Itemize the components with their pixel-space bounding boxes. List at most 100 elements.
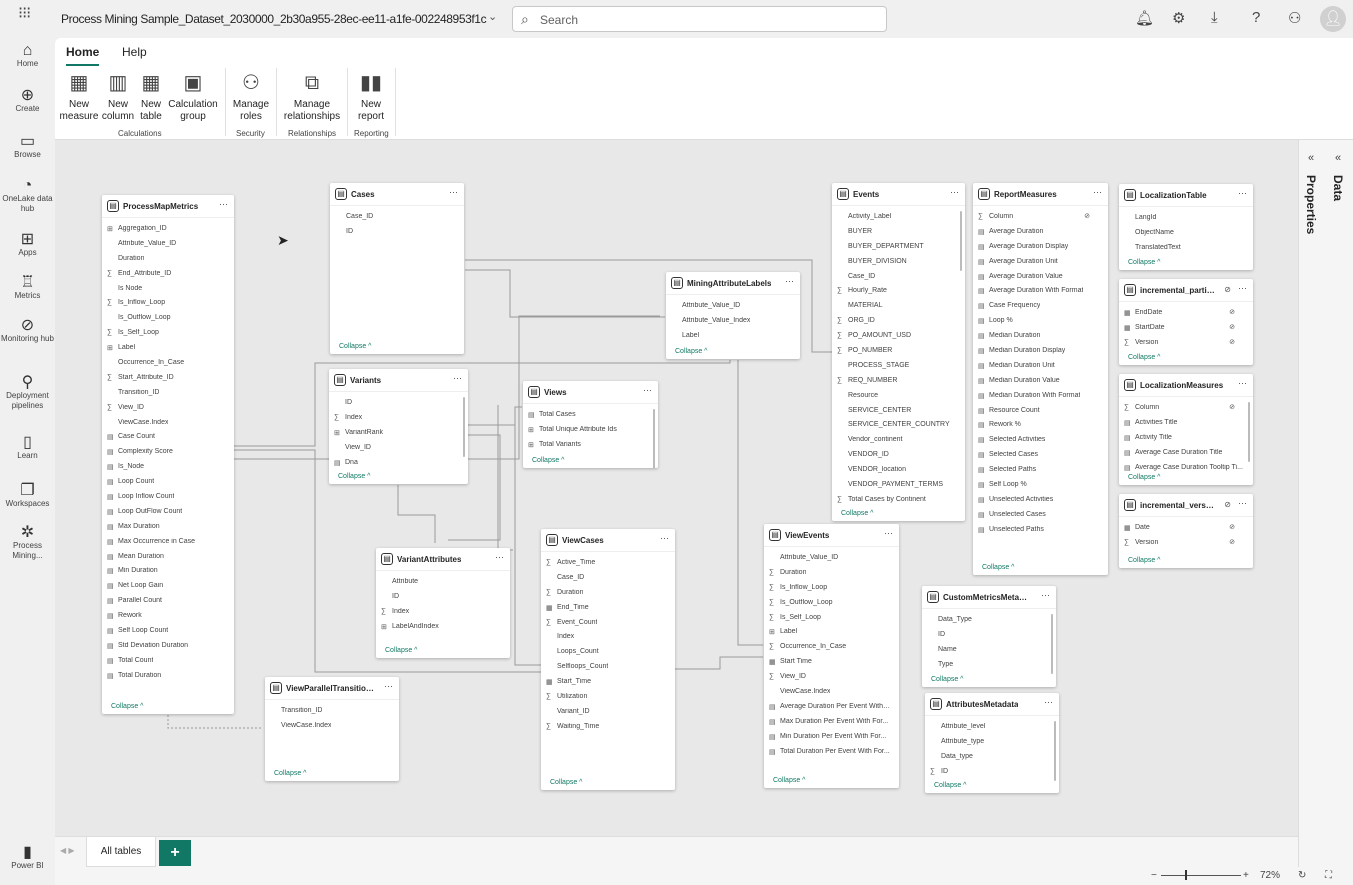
table-header[interactable]: ▤incremental_versions⊘··· (1119, 494, 1253, 517)
field-row[interactable]: ▤Activities Title (1119, 416, 1253, 431)
nav-browse[interactable]: ▭Browse (0, 134, 55, 160)
table-header[interactable]: ▤LocalizationTable··· (1119, 184, 1253, 207)
hidden-eye-icon[interactable]: ⊘ (1229, 524, 1235, 531)
field-row[interactable]: ∑Is_Outflow_Loop (764, 596, 899, 611)
field-row[interactable]: ∑Active_Time (541, 556, 675, 571)
field-row[interactable]: ⊞Total Unique Attribute Ids (523, 423, 658, 438)
nav-home[interactable]: ⌂Home (0, 43, 55, 69)
field-row[interactable]: TranslatedText (1119, 241, 1253, 256)
tab-all-tables[interactable]: All tables (86, 837, 156, 867)
more-options-icon[interactable]: ··· (1238, 283, 1247, 293)
field-row[interactable]: ∑Duration (764, 566, 899, 581)
hidden-eye-icon[interactable]: ⊘ (1224, 285, 1231, 294)
table-card-miningattributelabels[interactable]: ▤MiningAttributeLabels···Attribute_Value… (666, 272, 800, 359)
scrollbar[interactable] (960, 211, 962, 271)
avatar[interactable]: 👤︎ (1320, 6, 1346, 32)
field-row[interactable]: ⊞Aggregation_ID (102, 222, 234, 237)
nav-apps[interactable]: ⊞Apps (0, 232, 55, 258)
field-row[interactable]: ▤Average Duration Unit (973, 255, 1108, 270)
table-card-viewevents[interactable]: ▤ViewEvents···Attribute_Value_ID∑Duratio… (764, 524, 899, 788)
manage-roles-button[interactable]: ⚇Manage roles (231, 71, 271, 123)
zoom-out-button[interactable]: − (1151, 870, 1157, 881)
field-row[interactable]: ▤Parallel Count (102, 594, 234, 609)
table-card-reportmeasures[interactable]: ▤ReportMeasures···∑Column⊘▤Average Durat… (973, 183, 1108, 575)
field-row[interactable]: ▤Selected Paths (973, 463, 1108, 478)
hidden-eye-icon[interactable]: ⊘ (1229, 404, 1235, 411)
field-row[interactable]: ∑Index (329, 411, 468, 426)
field-row[interactable]: ⊞Label (764, 625, 899, 640)
scrollbar[interactable] (1248, 402, 1250, 462)
hidden-eye-icon[interactable]: ⊘ (1229, 323, 1235, 331)
field-row[interactable]: ▤Loop % (973, 314, 1108, 329)
more-options-icon[interactable]: ··· (495, 552, 504, 562)
field-row[interactable]: ▤Median Duration Unit (973, 359, 1108, 374)
field-row[interactable]: ▤Case Count (102, 430, 234, 445)
table-header[interactable]: ▤VariantAttributes··· (376, 548, 510, 571)
field-row[interactable]: ▦End_Time (541, 601, 675, 616)
field-row[interactable]: ▤Self Loop % (973, 478, 1108, 493)
field-row[interactable]: ∑REQ_NUMBER (832, 374, 965, 389)
nav-process-mining-[interactable]: ✲Process Mining... (0, 525, 55, 561)
field-row[interactable]: ViewCase.Index (265, 719, 399, 734)
more-options-icon[interactable]: ··· (1044, 697, 1053, 707)
table-header[interactable]: ▤AttributesMetadata··· (925, 693, 1059, 716)
table-header[interactable]: ▤ProcessMapMetrics··· (102, 195, 234, 218)
reset-icon[interactable]: ↻ (1298, 870, 1307, 881)
field-row[interactable]: ▤Min Duration (102, 564, 234, 579)
table-header[interactable]: ▤ViewEvents··· (764, 524, 899, 547)
more-options-icon[interactable]: ··· (643, 385, 652, 395)
more-options-icon[interactable]: ··· (449, 187, 458, 197)
field-row[interactable]: BUYER_DEPARTMENT (832, 240, 965, 255)
field-row[interactable]: Resource (832, 389, 965, 404)
field-row[interactable]: Attribute_Value_ID (102, 237, 234, 252)
table-card-incremental-versions[interactable]: ▤incremental_versions⊘···▦Date⊘∑Version⊘… (1119, 494, 1253, 568)
table-card-views[interactable]: ▤Views···▤Total Cases⊞Total Unique Attri… (523, 381, 658, 468)
tab-home[interactable]: Home (66, 45, 100, 66)
table-header[interactable]: ▤Events··· (832, 183, 965, 206)
field-row[interactable]: ▤Total Cases (523, 408, 658, 423)
field-row[interactable]: ∑ORG_ID (832, 314, 965, 329)
field-row[interactable]: Case_ID (330, 210, 464, 225)
field-row[interactable]: ▤Selected Cases (973, 448, 1108, 463)
app-launcher-icon[interactable]: ⁝⁝⁝ (18, 5, 31, 22)
field-row[interactable]: Index (541, 630, 675, 645)
field-row[interactable]: Attribute (376, 575, 510, 590)
collapse-button[interactable]: Collapse ^ (385, 647, 418, 654)
field-row[interactable]: ⊞LabelAndIndex (376, 620, 510, 635)
field-row[interactable]: Occurrence_In_Case (102, 356, 234, 371)
field-row[interactable]: ▤Net Loop Gain (102, 579, 234, 594)
field-row[interactable]: ▤Max Occurrence in Case (102, 535, 234, 550)
field-row[interactable]: ▤Min Duration Per Event With For... (764, 730, 899, 745)
new-report-button[interactable]: ▮▮New report (355, 71, 387, 123)
manage-relationships-button[interactable]: ⧉Manage relationships (279, 71, 345, 123)
field-row[interactable]: ▤Total Count (102, 654, 234, 669)
field-row[interactable]: ▤Average Duration Display (973, 240, 1108, 255)
more-options-icon[interactable]: ··· (950, 187, 959, 197)
hidden-eye-icon[interactable]: ⊘ (1084, 213, 1090, 220)
field-row[interactable]: ▤Selected Activities (973, 433, 1108, 448)
field-row[interactable]: ▤Std Deviation Duration (102, 639, 234, 654)
more-options-icon[interactable]: ··· (453, 373, 462, 383)
field-row[interactable]: ∑Version⊘ (1119, 536, 1253, 551)
field-row[interactable]: ▤Resource Count (973, 404, 1108, 419)
field-row[interactable]: ▤Activity Title (1119, 431, 1253, 446)
hidden-eye-icon[interactable]: ⊘ (1224, 500, 1231, 509)
field-row[interactable]: ∑Total Cases by Continent (832, 493, 965, 508)
field-row[interactable]: ∑Waiting_Time (541, 720, 675, 735)
field-row[interactable]: ▦StartDate⊘ (1119, 321, 1253, 336)
field-row[interactable]: ▤Average Duration Value (973, 270, 1108, 285)
hidden-eye-icon[interactable]: ⊘ (1229, 538, 1235, 546)
field-row[interactable]: Label (666, 329, 800, 344)
more-options-icon[interactable]: ··· (219, 199, 228, 209)
field-row[interactable]: ▤Average Case Duration Tooltip Ti... (1119, 461, 1253, 476)
collapse-button[interactable]: Collapse ^ (111, 703, 144, 710)
field-row[interactable]: ∑Index (376, 605, 510, 620)
field-row[interactable]: Data_Type (922, 613, 1056, 628)
chevron-left-icon[interactable]: « (1308, 152, 1315, 164)
field-row[interactable]: Attribute_Value_Index (666, 314, 800, 329)
field-row[interactable]: SERVICE_CENTER (832, 404, 965, 419)
field-row[interactable]: ▦EndDate⊘ (1119, 306, 1253, 321)
